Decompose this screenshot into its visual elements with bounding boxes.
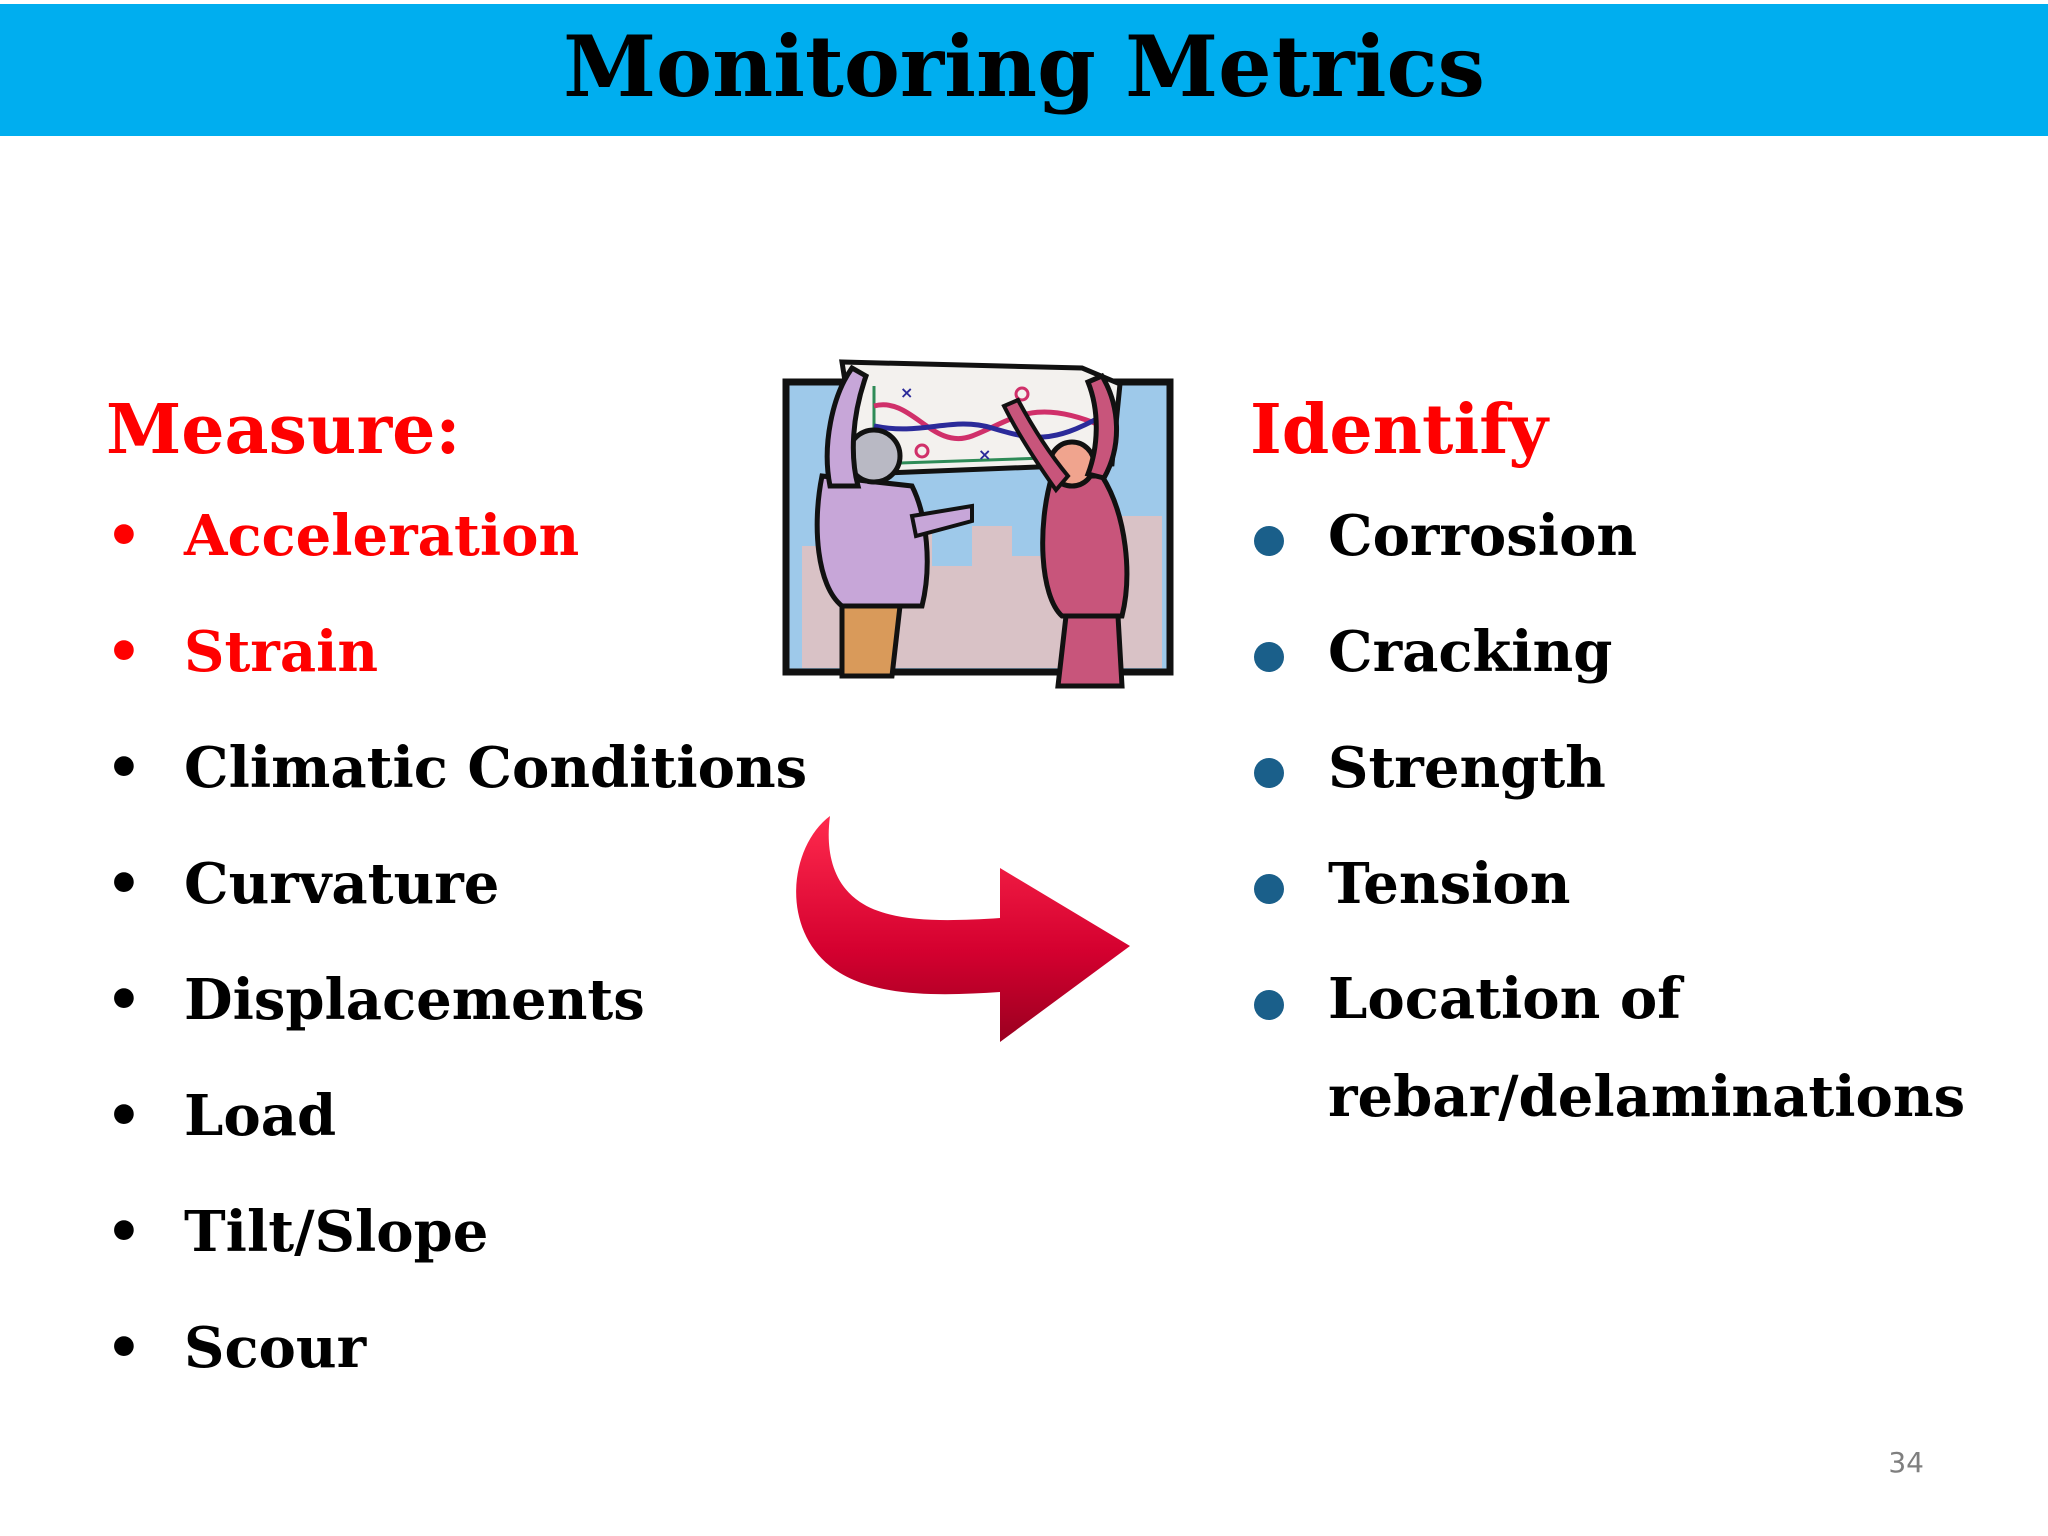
person-right-arm-raised <box>1001 397 1071 494</box>
chart-mark-x: × <box>978 445 991 464</box>
bullet-marker: • <box>106 1315 142 1381</box>
chart-mark-x: × <box>900 383 913 402</box>
list-item-label: Strain <box>184 619 379 685</box>
slide-title: Monitoring Metrics <box>563 17 1485 116</box>
list-item: •Displacements <box>106 972 807 1088</box>
identify-heading: Identify <box>1250 390 1549 470</box>
list-item: •Strain <box>106 624 807 740</box>
bullet-dot-icon <box>1254 642 1284 672</box>
bullet-dot-icon <box>1254 526 1284 556</box>
curved-arrow-right-icon <box>796 816 1130 1042</box>
person-left-body <box>814 473 930 609</box>
list-item-label: Scour <box>184 1315 367 1381</box>
chart-mark-circle <box>914 443 930 459</box>
bullet-marker: • <box>106 967 142 1033</box>
list-item: •Curvature <box>106 856 807 972</box>
list-item: •Tilt/Slope <box>106 1204 807 1320</box>
list-item: •Load <box>106 1088 807 1204</box>
person-right-body <box>1040 473 1130 619</box>
person-right-skirt <box>1055 613 1125 689</box>
list-item-label: Cracking <box>1328 619 1613 685</box>
measure-heading: Measure: <box>106 390 461 470</box>
measure-list: •Acceleration •Strain •Climatic Conditio… <box>106 508 807 1436</box>
chart-line-red <box>873 402 1103 441</box>
person-left-arm-pointing <box>909 503 974 539</box>
bullet-marker: • <box>106 503 142 569</box>
list-item-label: Tilt/Slope <box>184 1199 489 1265</box>
arrow-shape <box>796 816 1130 1042</box>
list-item: •Climatic Conditions <box>106 740 807 856</box>
list-item-label: Strength <box>1328 735 1606 801</box>
list-item-label: Tension <box>1328 851 1571 917</box>
people-holding-chart-icon: × × <box>782 359 1174 689</box>
bullet-dot-icon <box>1254 758 1284 788</box>
list-item: Strength <box>1250 740 2048 856</box>
list-item: Tension <box>1250 856 2048 972</box>
bullet-marker: • <box>106 619 142 685</box>
list-item-label: Corrosion <box>1328 503 1638 569</box>
bullet-dot-icon <box>1254 874 1284 904</box>
list-item: •Acceleration <box>106 508 807 624</box>
person-left-legs <box>839 603 903 679</box>
list-item-label: Displacements <box>184 967 645 1033</box>
list-item: •Scour <box>106 1320 807 1436</box>
list-item: Location of rebar/delaminations <box>1250 950 2048 1146</box>
list-item: Cracking <box>1250 624 2048 740</box>
bullet-marker: • <box>106 735 142 801</box>
identify-list: Corrosion Cracking Strength Tension Loca… <box>1250 508 2048 1146</box>
bullet-dot-icon <box>1254 990 1284 1020</box>
list-item-label: Climatic Conditions <box>184 735 808 801</box>
bullet-marker: • <box>106 851 142 917</box>
list-item: Corrosion <box>1250 508 2048 624</box>
person-left-arm <box>824 364 870 489</box>
list-item-label: Load <box>184 1083 337 1149</box>
chart-mark-circle <box>1014 386 1030 402</box>
page-number: 34 <box>1888 1446 1924 1479</box>
title-bar: Monitoring Metrics <box>0 4 2048 136</box>
chart-line-blue <box>873 413 1104 440</box>
list-item-label: Curvature <box>184 851 500 917</box>
bullet-marker: • <box>106 1083 142 1149</box>
person-right-arm <box>1084 372 1120 481</box>
bullet-marker: • <box>106 1199 142 1265</box>
list-item-label: Location of rebar/delaminations <box>1328 966 1966 1130</box>
list-item-label: Acceleration <box>184 503 580 569</box>
